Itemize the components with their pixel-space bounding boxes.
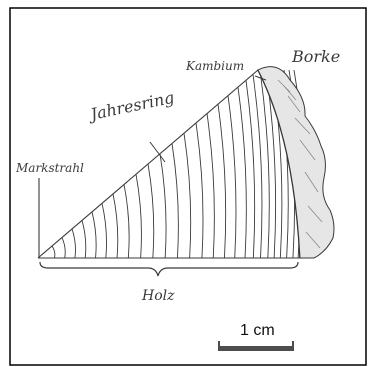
scale-bar-icon	[218, 346, 294, 351]
kambium-label: Kambium	[185, 59, 244, 73]
markstrahl-label: Markstrahl	[15, 161, 84, 175]
scale-bar-left-tick	[218, 341, 220, 351]
borke-label: Borke	[291, 47, 340, 66]
holz-label: Holz	[141, 288, 175, 304]
scale-bar-right-tick	[292, 341, 294, 351]
scale-label: 1 cm	[240, 322, 275, 339]
